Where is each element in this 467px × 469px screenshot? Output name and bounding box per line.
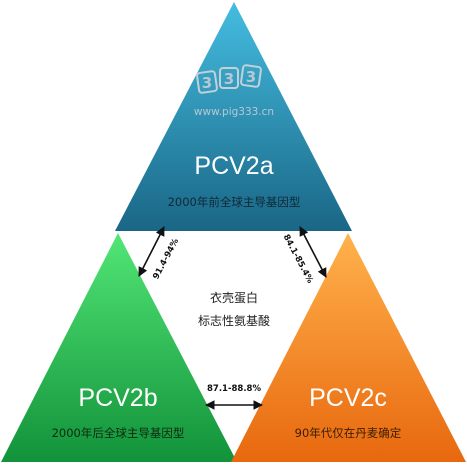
triangle-pcv2a-shape	[115, 2, 352, 231]
pcv2b-title: PCV2b	[78, 384, 157, 412]
pcv2c-subtitle: 90年代仅在丹麦确定	[295, 426, 402, 440]
arrow-a-b	[138, 226, 165, 277]
arrow-a-c	[299, 226, 327, 278]
similarity-b-c-label: 87.1-88.8%	[207, 384, 261, 394]
similarity-a-b: 91.4-94%	[138, 226, 181, 281]
center-label-line1: 衣壳蛋白	[210, 290, 258, 305]
similarity-a-c-label: 84.1-85.4%	[281, 233, 315, 286]
watermark-logo: 3 3 3 www.pig333.cn	[194, 64, 274, 118]
pcv2a-title: PCV2a	[194, 152, 273, 180]
similarity-b-c: 87.1-88.8%	[205, 384, 263, 410]
center-label: 衣壳蛋白 标志性氨基酸	[198, 290, 270, 328]
triangle-pcv2b-shape	[1, 233, 237, 462]
watermark-box-1	[196, 70, 218, 94]
pcv2c-title: PCV2c	[309, 384, 387, 412]
watermark-box-3	[240, 64, 262, 88]
watermark-digit-1: 3	[202, 74, 212, 92]
pcv2b-subtitle: 2000年后全球主导基因型	[52, 426, 185, 440]
watermark-url: www.pig333.cn	[194, 106, 274, 118]
watermark-box-2	[219, 67, 239, 89]
watermark-digit-3: 3	[246, 68, 256, 86]
triangle-pcv2c: PCV2c 90年代仅在丹麦确定	[231, 233, 466, 462]
pcv2a-subtitle: 2000年前全球主导基因型	[168, 195, 301, 209]
triangle-pcv2b: PCV2b 2000年后全球主导基因型	[1, 233, 237, 462]
center-label-line2: 标志性氨基酸	[198, 313, 270, 328]
triangle-pcv2c-shape	[231, 233, 466, 462]
triangle-pcv2a: 3 3 3 www.pig333.cn PCV2a 2000年前全球主导基因型	[115, 2, 352, 231]
watermark-digit-2: 3	[224, 70, 234, 88]
similarity-a-c: 84.1-85.4%	[281, 226, 327, 286]
